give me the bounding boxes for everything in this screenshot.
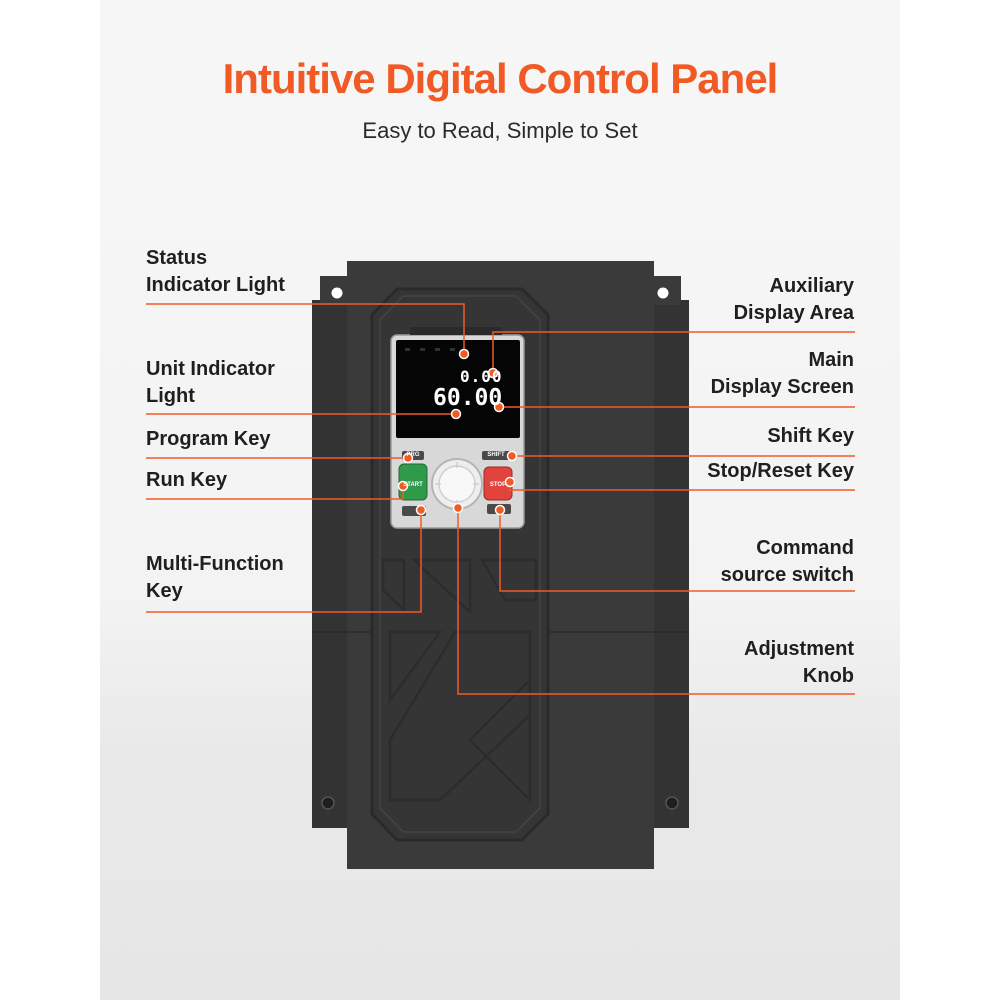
callout-dots — [397, 348, 518, 516]
right-mounting-wing — [654, 300, 689, 828]
shift-key — [482, 451, 510, 460]
auxiliary-display-value: 0.00 — [460, 367, 503, 386]
shift-key-label: SHIFT — [487, 452, 505, 458]
stop-key-label: STOP — [489, 482, 507, 488]
start-key — [398, 463, 428, 501]
label-stop-reset-key: Stop/Reset Key — [707, 460, 854, 482]
leader-lines — [146, 303, 855, 695]
screw — [665, 796, 679, 810]
cover-pattern — [381, 558, 538, 804]
label-run-key: Run Key — [146, 469, 228, 491]
page-subtitle: Easy to Read, Simple to Set — [362, 118, 638, 143]
label-program-key: Program Key — [146, 428, 271, 450]
left-mounting-wing — [312, 300, 347, 828]
prg-key-label: PRG — [406, 452, 420, 458]
label-shift-key: Shift Key — [767, 425, 854, 447]
start-key-label: START — [403, 482, 423, 488]
page-title: Intuitive Digital Control Panel — [222, 55, 779, 102]
screw — [321, 796, 335, 810]
main-display-value: 60.00 — [433, 385, 503, 411]
